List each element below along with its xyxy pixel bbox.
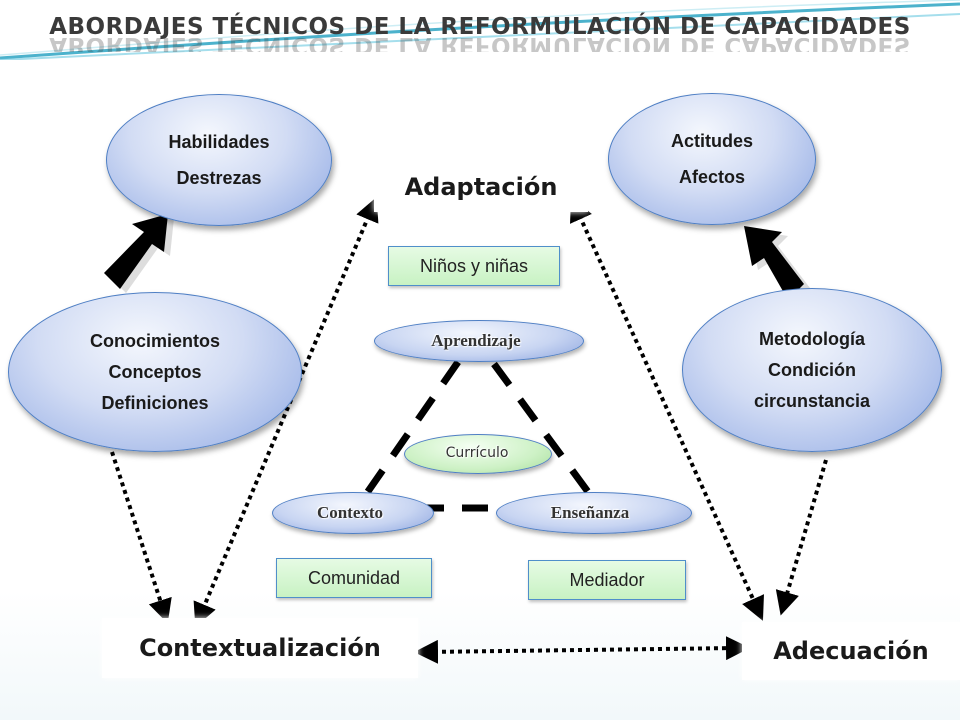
aprendizaje-label: Aprendizaje xyxy=(431,331,521,350)
metodologia-line3: circunstancia xyxy=(753,390,871,411)
dotted-arrow-adaptacion-adecuacion xyxy=(570,197,764,621)
ensenanza-label: Enseñanza xyxy=(550,503,630,522)
habilidades-line1: Habilidades xyxy=(168,132,270,152)
conocimientos-line1: Conocimientos xyxy=(89,330,220,351)
conocimientos-bubble: Conocimientos Conceptos Definiciones xyxy=(8,292,302,452)
metodologia-bubble: Metodología Condición circunstancia xyxy=(682,288,942,452)
adaptacion-box: Adaptación xyxy=(374,162,588,212)
curriculo-label: Currículo xyxy=(445,445,509,461)
habilidades-line2: Destrezas xyxy=(176,168,262,188)
left-block-arrow xyxy=(104,214,174,293)
dotted-arrow-adaptacion-contextualizacion xyxy=(193,196,379,628)
conocimientos-line3: Definiciones xyxy=(101,392,209,413)
contexto-pill xyxy=(272,492,434,534)
actitudes-line1: Actitudes xyxy=(670,131,753,151)
dotted-arrow-metodologia-adecuacion xyxy=(775,459,828,616)
contextualizacion-box: Contextualización xyxy=(102,618,418,678)
dotted-arrow-conocimientos-contextualizacion xyxy=(110,451,172,624)
habilidades-bubble: Habilidades Destrezas xyxy=(106,94,332,226)
header-swoosh xyxy=(0,0,960,60)
dotted-arrow-contextualizacion-adecuacion xyxy=(414,636,750,664)
contexto-label: Contexto xyxy=(316,503,384,522)
adecuacion-box: Adecuación xyxy=(742,622,960,680)
dashed-triangle xyxy=(359,360,597,512)
comunidad-note: Comunidad xyxy=(276,558,432,598)
ensenanza-pill xyxy=(496,492,692,534)
mediador-note: Mediador xyxy=(528,560,686,600)
actitudes-bubble: Actitudes Afectos xyxy=(608,93,816,225)
curriculo-pill xyxy=(404,434,552,474)
metodologia-line1: Metodología xyxy=(759,328,865,349)
aprendizaje-pill xyxy=(374,320,584,362)
page-title: ABORDAJES TÉCNICOS DE LA REFORMULACIÓN D… xyxy=(49,14,911,40)
actitudes-line2: Afectos xyxy=(678,167,745,187)
metodologia-line2: Condición xyxy=(768,359,856,380)
ninos-note: Niños y niñas xyxy=(388,246,560,286)
conocimientos-line2: Conceptos xyxy=(108,361,202,382)
